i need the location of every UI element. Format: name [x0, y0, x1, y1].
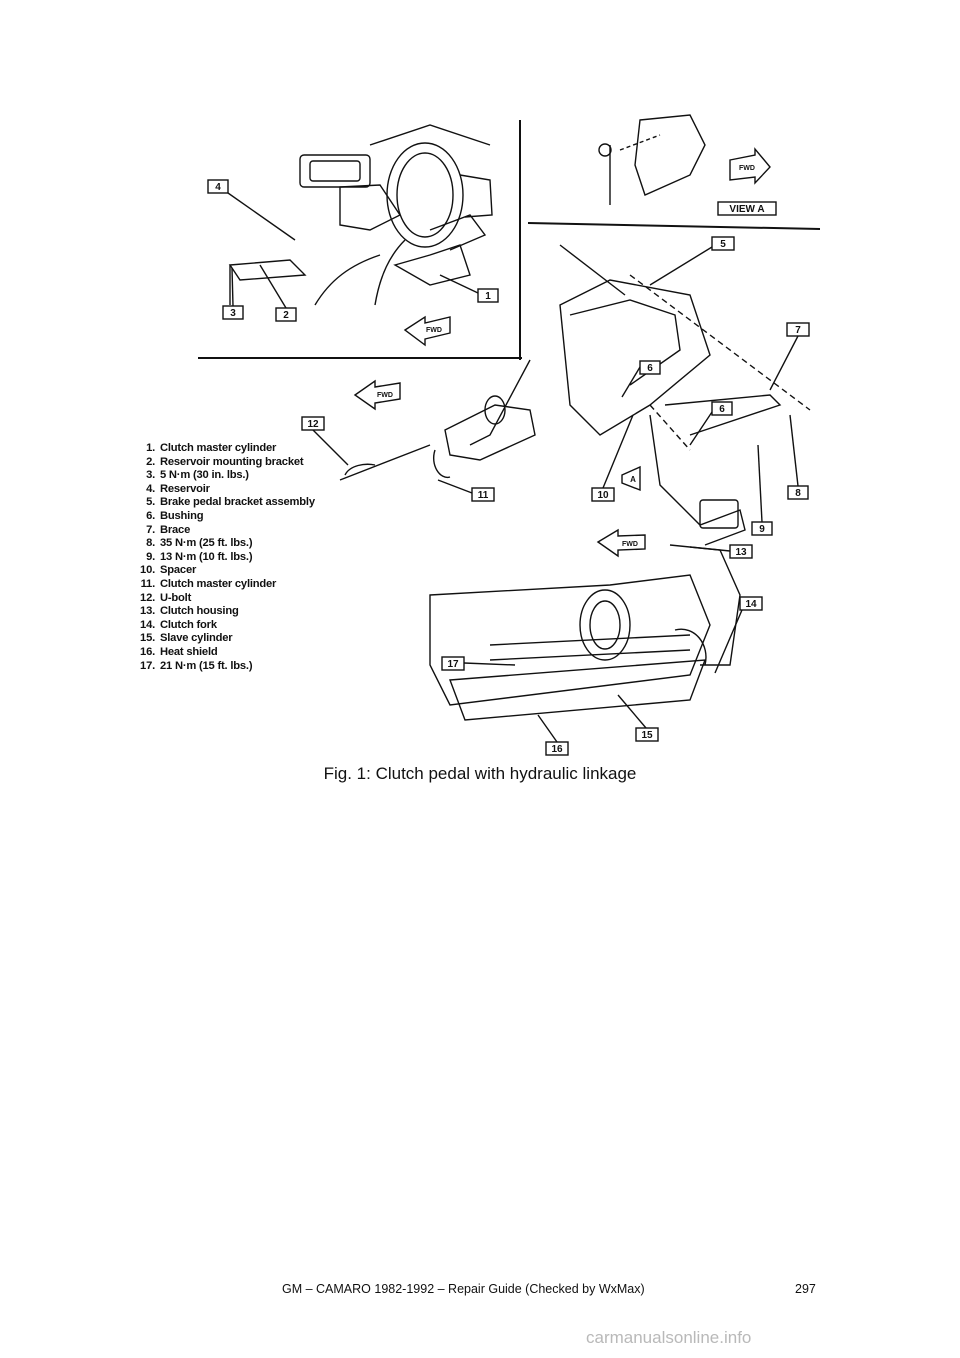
callout-8: 8 [795, 488, 801, 499]
exploded-diagram: 4 1 3 2 5 6 6 7 8 9 10 11 12 13 14 15 16… [130, 105, 830, 760]
callout-5: 5 [720, 239, 726, 250]
transmission-assembly [429, 544, 741, 721]
fwd-label-4: FWD [622, 541, 638, 548]
page-number: 297 [795, 1282, 816, 1296]
legend-item: 4.Reservoir [146, 482, 210, 495]
callout-1: 1 [485, 291, 491, 302]
legend-item: 16.Heat shield [140, 645, 218, 658]
view-a-marker: A [630, 475, 636, 484]
callout-6a: 6 [647, 363, 653, 374]
callout-15: 15 [641, 730, 653, 741]
legend-item: 12.U-bolt [140, 591, 192, 604]
watermark: carmanualsonline.info [586, 1328, 752, 1347]
fwd-arrows [353, 147, 771, 558]
callout-4: 4 [215, 182, 221, 193]
booster-assembly [228, 124, 493, 306]
fwd-label-2: FWD [377, 392, 393, 399]
fwd-label-3: FWD [739, 165, 755, 172]
parts-legend: 1.Clutch master cylinder 2.Reservoir mou… [133, 442, 338, 673]
callout-6b: 6 [719, 404, 725, 415]
legend-item: 10.Spacer [140, 564, 197, 577]
legend-item: 14.Clutch fork [140, 618, 217, 631]
legend-item: 9.13 N·m (10 ft. lbs.) [146, 550, 253, 563]
fwd-label-1: FWD [426, 327, 442, 334]
callout-11: 11 [478, 490, 489, 501]
callout-9: 9 [759, 524, 765, 535]
legend-item: 6.Bushing [146, 509, 204, 522]
legend-item: 8.35 N·m (25 ft. lbs.) [146, 537, 253, 550]
legend-item: 15.Slave cylinder [140, 632, 233, 645]
legend-item: 17.21 N·m (15 ft. lbs.) [140, 659, 253, 672]
callout-12: 12 [307, 419, 319, 430]
callout-14: 14 [745, 599, 757, 610]
figure-caption: Fig. 1: Clutch pedal with hydraulic link… [323, 764, 637, 783]
diagram-svg: 4 1 3 2 5 6 6 7 8 9 10 11 12 13 14 15 16… [198, 114, 821, 756]
frame-line [527, 222, 821, 230]
legend-item: 1.Clutch master cylinder [146, 442, 277, 454]
callout-7: 7 [795, 325, 801, 336]
callout-10: 10 [597, 490, 609, 501]
view-a-label: VIEW A [729, 204, 764, 215]
callout-3: 3 [230, 308, 236, 319]
pedal-bracket [469, 244, 811, 546]
legend-item: 5.Brake pedal bracket assembly [146, 496, 315, 509]
legend-item: 2.Reservoir mounting bracket [146, 455, 304, 468]
view-a-detail [598, 114, 706, 205]
callout-16: 16 [551, 744, 563, 755]
legend-item: 13.Clutch housing [140, 605, 239, 618]
callout-13: 13 [735, 547, 747, 558]
legend-item: 11.Clutch master cylinder [140, 577, 277, 590]
legend-item: 3.5 N·m (30 in. lbs.) [146, 469, 249, 482]
leader-lines [227, 192, 799, 743]
master-cylinder [339, 395, 536, 481]
callout-2: 2 [283, 310, 289, 321]
legend-item: 7.Brace [146, 523, 191, 536]
footer-title: GM – CAMARO 1982-1992 – Repair Guide (Ch… [282, 1282, 645, 1296]
callout-17: 17 [447, 659, 459, 670]
